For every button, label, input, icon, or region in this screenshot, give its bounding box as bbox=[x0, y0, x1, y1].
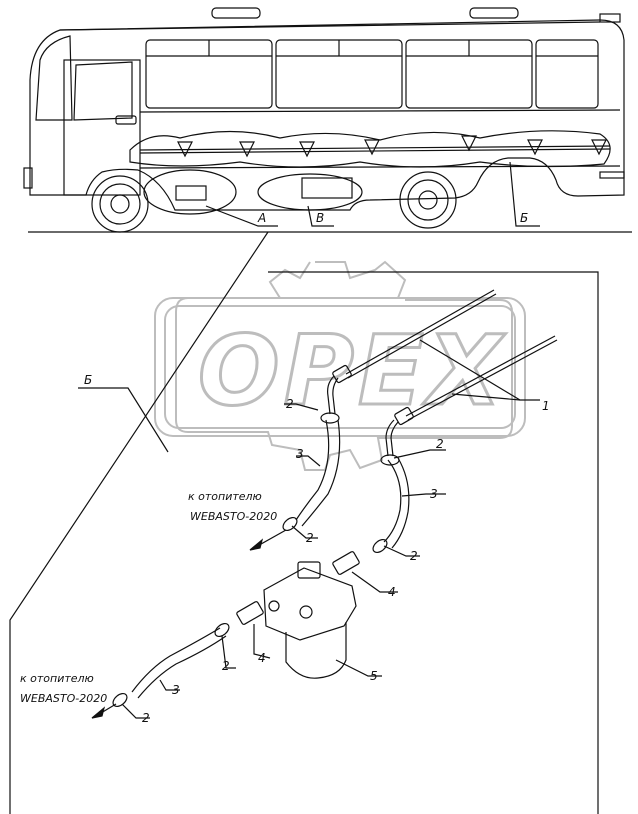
hose-clamp bbox=[214, 622, 230, 638]
heater-unit-a bbox=[175, 185, 207, 201]
leader-a bbox=[205, 205, 278, 227]
connector bbox=[332, 551, 360, 575]
flow-arrow bbox=[91, 706, 106, 719]
label-part-2: 2 bbox=[306, 531, 314, 545]
roof-cap bbox=[599, 13, 621, 23]
bus-body-outline bbox=[29, 19, 625, 211]
label-part-2: 2 bbox=[286, 397, 294, 411]
view-a-ellipse bbox=[143, 169, 237, 215]
passenger-window bbox=[535, 39, 599, 109]
rear-bumper bbox=[599, 171, 625, 179]
roof-hatch bbox=[469, 7, 519, 19]
label-view-be: Б bbox=[520, 211, 528, 225]
callout-leaders bbox=[121, 339, 540, 719]
label-view-a: А bbox=[257, 211, 266, 225]
labels: А В Б Б 1 2 2 2 2 2 2 3 3 3 4 4 5 к отоп… bbox=[20, 211, 550, 725]
leader-detail-be bbox=[78, 387, 169, 453]
label-part-4: 4 bbox=[388, 585, 396, 599]
detail-boundary-left bbox=[9, 231, 269, 814]
leader-be bbox=[509, 161, 540, 227]
hose-lower bbox=[131, 627, 221, 693]
label-part-5: 5 bbox=[370, 669, 378, 683]
rear-wheel bbox=[399, 171, 457, 229]
filter-bowl bbox=[285, 622, 347, 679]
bus-side-view bbox=[23, 7, 632, 233]
label-part-3: 3 bbox=[296, 447, 304, 461]
caption-lower-line2: WEBASTO-2020 bbox=[20, 692, 107, 705]
front-wheel bbox=[91, 175, 149, 233]
label-part-3: 3 bbox=[430, 487, 438, 501]
pipe-fitting bbox=[394, 406, 414, 426]
leader-b bbox=[307, 205, 334, 227]
view-b-ellipse bbox=[257, 173, 363, 211]
hose-upper-left bbox=[295, 419, 330, 521]
label-part-4: 4 bbox=[258, 651, 266, 665]
driver-window bbox=[73, 61, 133, 121]
hose-clamp bbox=[372, 538, 388, 554]
caption-lower-line1: к отопителю bbox=[20, 672, 94, 685]
heater-units bbox=[177, 135, 607, 158]
fuel-tank bbox=[301, 177, 353, 199]
detail-boundary-frame bbox=[268, 271, 599, 814]
flow-arrow bbox=[249, 538, 264, 551]
label-part-2: 2 bbox=[142, 711, 150, 725]
label-part-2: 2 bbox=[436, 437, 444, 451]
label-part-2: 2 bbox=[222, 659, 230, 673]
caption-upper-line2: WEBASTO-2020 bbox=[190, 510, 277, 523]
label-part-1: 1 bbox=[542, 399, 550, 413]
front-bumper bbox=[23, 167, 33, 189]
heater-duct-cutaway bbox=[129, 130, 611, 168]
roof-line bbox=[59, 21, 601, 31]
hose-clamp bbox=[112, 692, 128, 708]
hose-clamp bbox=[380, 454, 400, 466]
label-part-2: 2 bbox=[410, 549, 418, 563]
door-handle bbox=[115, 115, 137, 125]
caption-upper-line1: к отопителю bbox=[188, 490, 262, 503]
label-part-3: 3 bbox=[172, 683, 180, 697]
hose-upper-right bbox=[383, 459, 402, 543]
pipe-fitting bbox=[332, 364, 352, 384]
hose-clamp bbox=[320, 412, 340, 424]
fuel-filter bbox=[263, 561, 357, 679]
windshield bbox=[35, 35, 73, 121]
label-view-b: В bbox=[316, 211, 324, 225]
roof-hatch bbox=[211, 7, 261, 19]
label-detail-be: Б bbox=[84, 373, 92, 387]
connector bbox=[236, 601, 264, 625]
filter-cap bbox=[297, 561, 321, 579]
